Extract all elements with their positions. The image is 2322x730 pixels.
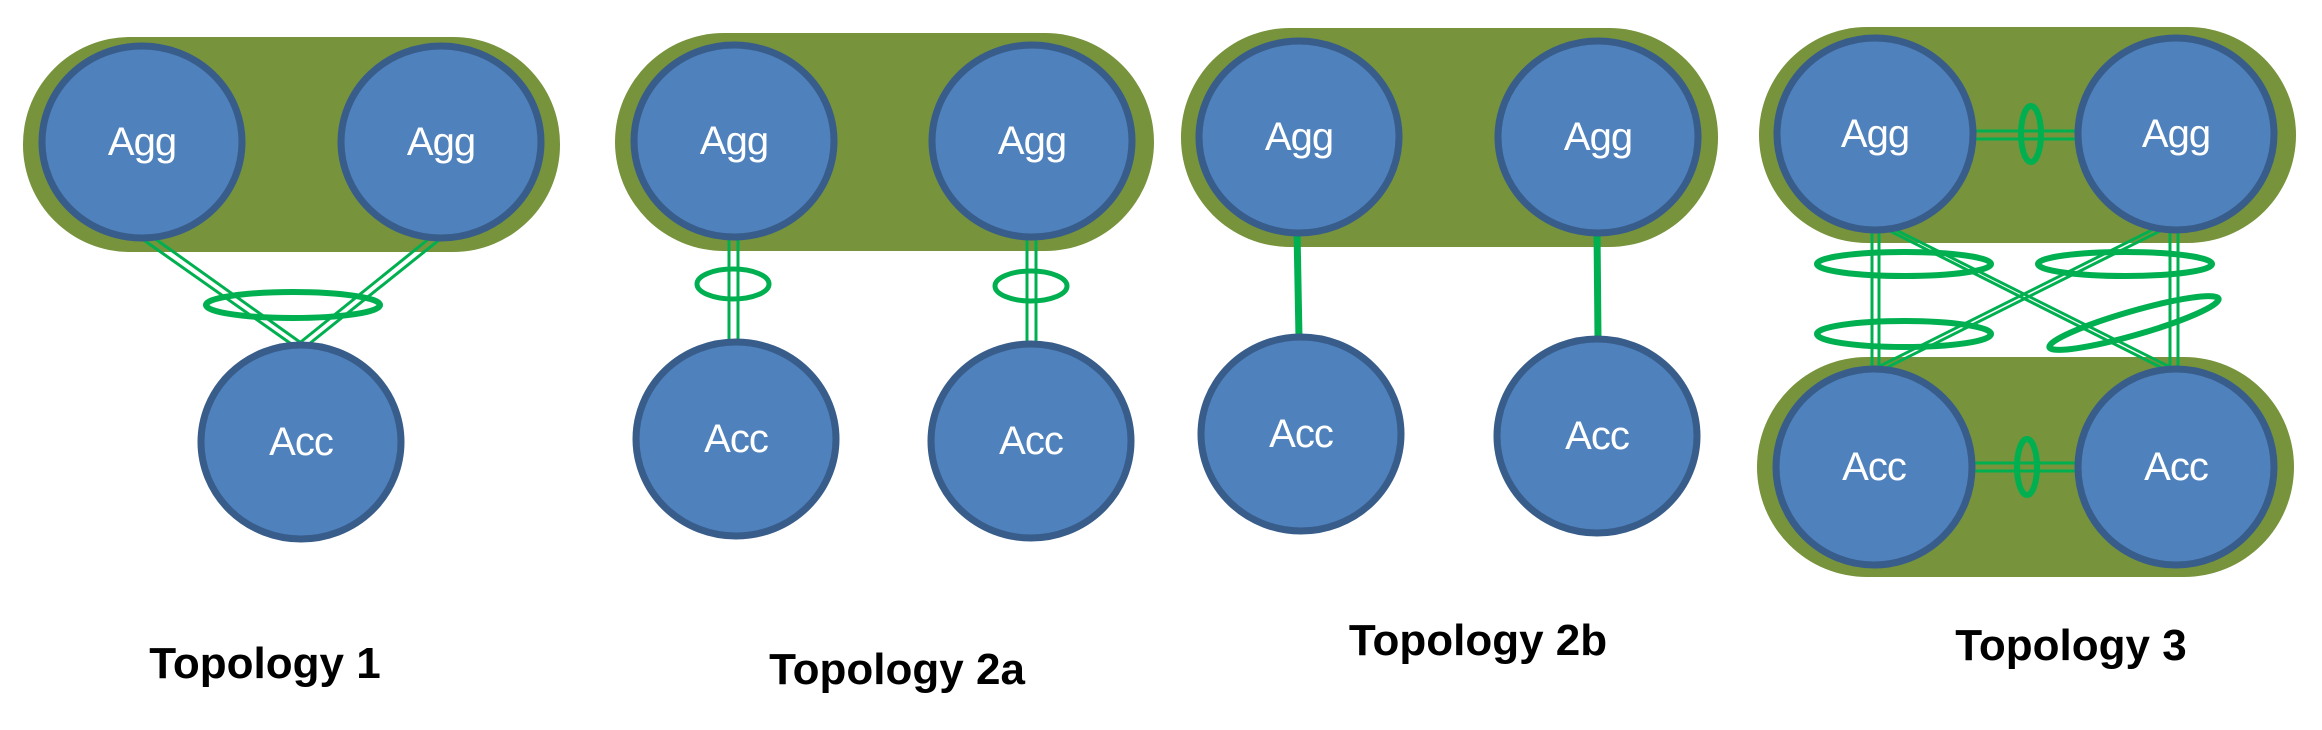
- node-agg[interactable]: Agg: [2074, 34, 2278, 234]
- lag-ring-icon: [694, 266, 772, 302]
- node-agg[interactable]: Agg: [630, 41, 838, 241]
- node-label: Acc: [1842, 445, 1906, 489]
- lag-ring-icon: [2014, 436, 2040, 498]
- node-label: Agg: [1265, 115, 1333, 159]
- link-agg1-acc1: [1293, 229, 1303, 339]
- link-agg1-acc-b: [146, 231, 305, 347]
- node-agg[interactable]: Agg: [1195, 37, 1403, 237]
- node-circle: [2074, 365, 2278, 569]
- node-label: Acc: [704, 417, 768, 461]
- node-acc[interactable]: Acc: [632, 338, 840, 540]
- lag-ring-icon: [1814, 249, 1994, 279]
- node-label: Agg: [1841, 112, 1909, 156]
- node-circle: [928, 41, 1136, 241]
- node-label: Agg: [1564, 115, 1632, 159]
- node-acc[interactable]: Acc: [1197, 333, 1405, 535]
- node-circle: [927, 340, 1135, 542]
- lag-ring-icon: [203, 289, 383, 321]
- node-circle: [337, 42, 545, 242]
- topology-title: Topology 1: [149, 639, 380, 688]
- node-circle: [1493, 335, 1701, 537]
- node-acc[interactable]: Acc: [1493, 335, 1701, 537]
- node-agg[interactable]: Agg: [1773, 34, 1977, 234]
- topology-title: Topology 2a: [769, 645, 1025, 694]
- node-circle: [1197, 333, 1405, 535]
- lag-ring-icon: [2035, 249, 2215, 279]
- link-agg1-acc-a: [137, 234, 298, 350]
- node-label: Acc: [269, 420, 333, 464]
- lag-ring-icon: [1814, 318, 1994, 350]
- node-label: Acc: [999, 419, 1063, 463]
- topology-title: Topology 3: [1955, 621, 2186, 670]
- node-acc[interactable]: Acc: [2074, 365, 2278, 569]
- topology-2b: Agg Agg Acc Acc Topology 2b: [1181, 28, 1718, 665]
- node-label: Acc: [1565, 414, 1629, 458]
- node-circle: [1773, 34, 1977, 234]
- node-circle: [630, 41, 838, 241]
- node-agg[interactable]: Agg: [1494, 37, 1702, 237]
- node-label: Agg: [108, 120, 176, 164]
- links: [1293, 229, 1602, 339]
- lag-ring-icon: [992, 268, 1070, 304]
- topology-2a: Agg Agg Acc Acc Topology 2a: [615, 33, 1154, 694]
- topology-1: Agg Agg Acc Topology 1: [23, 37, 560, 688]
- node-label: Acc: [2144, 445, 2208, 489]
- node-circle: [1772, 365, 1976, 569]
- node-label: Acc: [1269, 412, 1333, 456]
- node-circle: [2074, 34, 2278, 234]
- node-label: Agg: [407, 120, 475, 164]
- node-agg[interactable]: Agg: [337, 42, 545, 242]
- links: [137, 231, 445, 350]
- node-label: Agg: [700, 119, 768, 163]
- topology-3: Agg Agg Acc Acc Topology 3: [1757, 27, 2296, 670]
- node-label: Agg: [998, 119, 1066, 163]
- node-circle: [38, 42, 246, 242]
- topology-title: Topology 2b: [1349, 616, 1607, 665]
- link-agg2-acc-b: [296, 231, 437, 347]
- node-acc[interactable]: Acc: [1772, 365, 1976, 569]
- node-circle: [1195, 37, 1403, 237]
- node-circle: [197, 341, 405, 543]
- links: [1814, 103, 2222, 498]
- lag-ring-icon: [2046, 293, 2222, 353]
- node-circle: [1494, 37, 1702, 237]
- links: [694, 236, 1070, 344]
- link-agg2-acc-a: [303, 234, 445, 350]
- node-acc[interactable]: Acc: [927, 340, 1135, 542]
- lag-ring-icon: [2018, 103, 2044, 165]
- node-agg[interactable]: Agg: [928, 41, 1136, 241]
- link-agg2-acc2: [1593, 229, 1602, 339]
- node-circle: [632, 338, 840, 540]
- node-agg[interactable]: Agg: [38, 42, 246, 242]
- node-label: Agg: [2142, 112, 2210, 156]
- node-acc[interactable]: Acc: [197, 341, 405, 543]
